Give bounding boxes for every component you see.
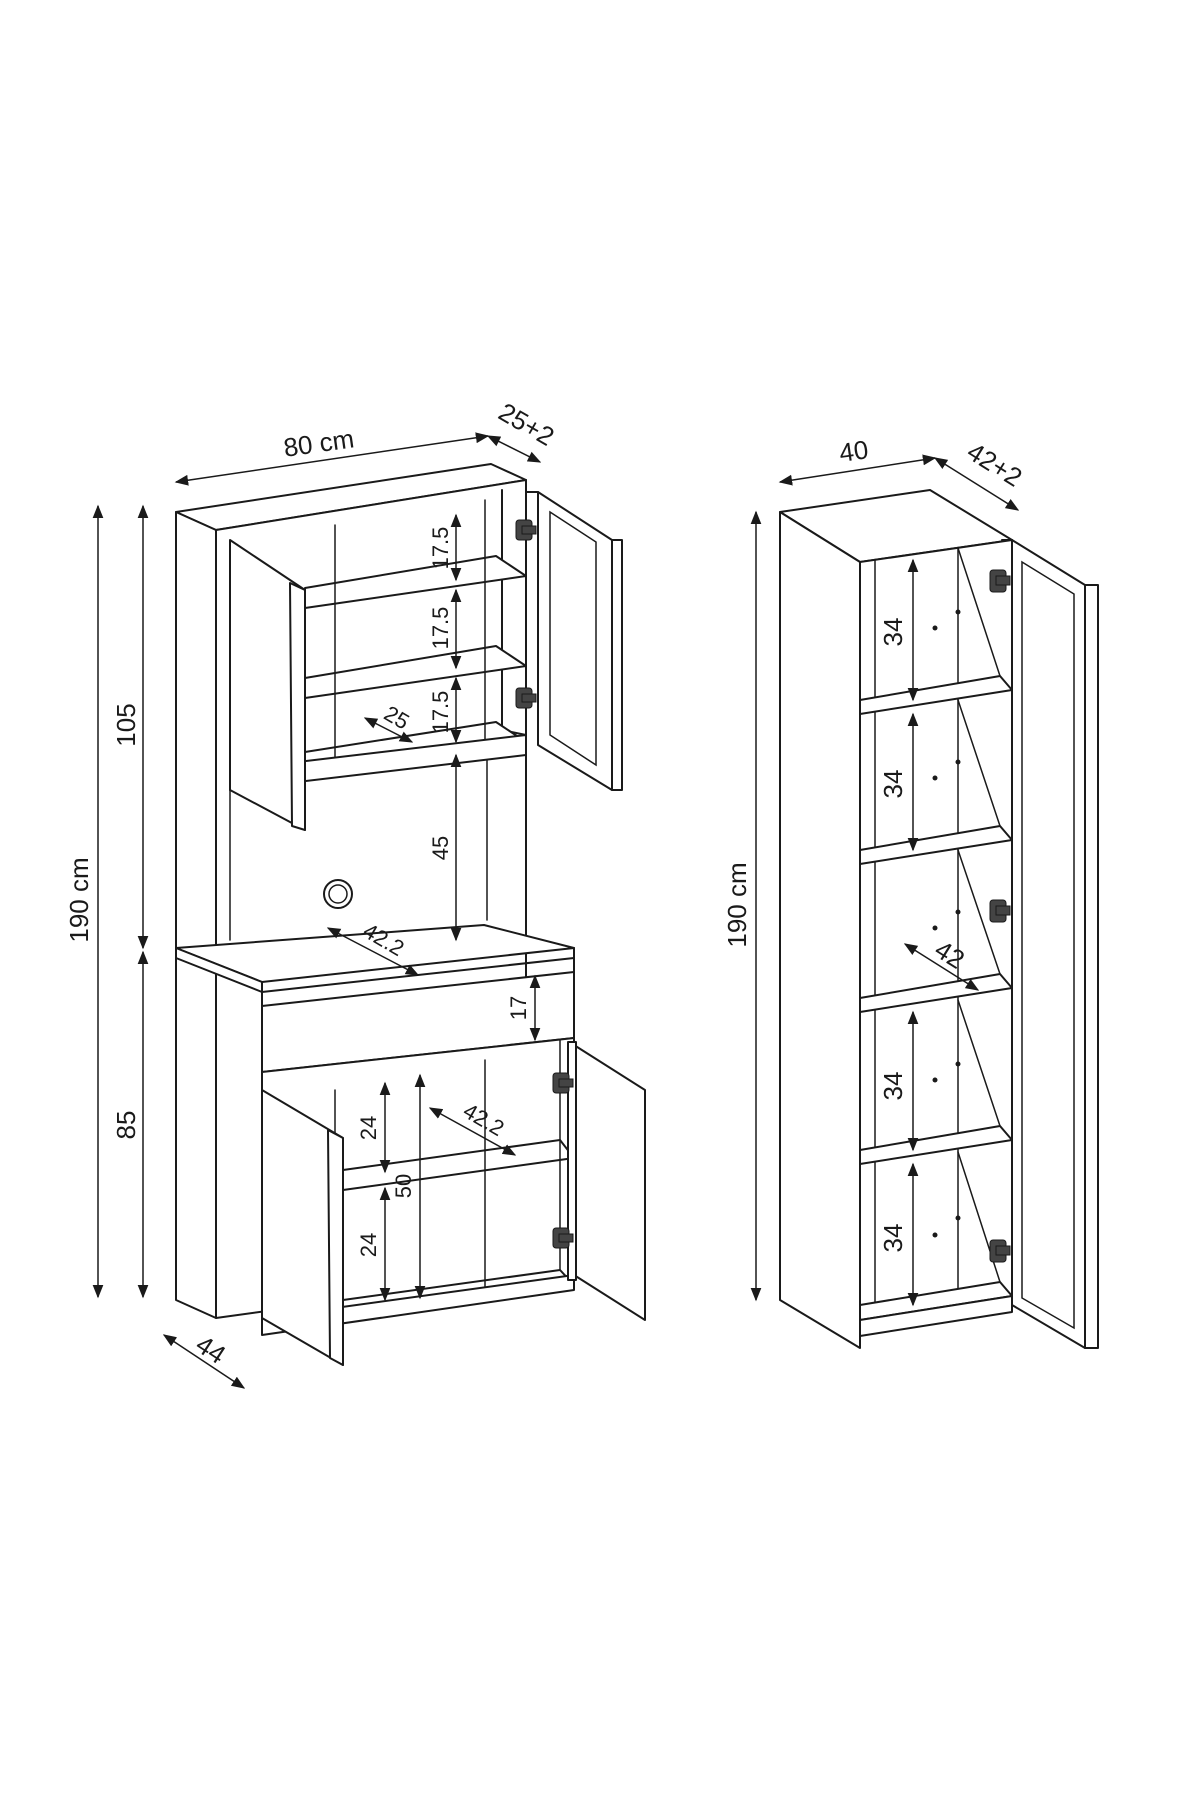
right-depth-label: 42+2 — [962, 436, 1028, 492]
base-depth-line — [162, 1334, 246, 1389]
upper-height-label: 105 — [111, 703, 141, 746]
width-dimension-line — [174, 432, 490, 486]
right-width-label: 40 — [837, 434, 870, 468]
hinge-icon — [552, 1072, 574, 1094]
hinge-icon — [989, 569, 1011, 593]
upper-shelf-spacing-2: 17.5 — [428, 607, 453, 650]
depth-dimension-line — [486, 435, 542, 463]
hinge-icon — [552, 1227, 574, 1249]
hinge-icon — [515, 519, 537, 541]
hinge-icon — [989, 899, 1011, 923]
right-shelf-spacing-4: 34 — [878, 1224, 908, 1253]
left-dimensions: 80 cm 25+2 190 cm 105 85 44 17.5 17.5 17… — [64, 397, 559, 1389]
lower-right-door — [573, 1044, 646, 1321]
right-depth-line — [933, 457, 1020, 511]
niche-height-label: 45 — [428, 836, 453, 860]
right-cabinet — [779, 489, 1099, 1349]
right-total-height-label: 190 cm — [722, 862, 752, 947]
upper-shelf-spacing-3: 17.5 — [428, 691, 453, 734]
base-depth-label: 44 — [191, 1329, 232, 1370]
hinge-icon — [989, 1239, 1011, 1263]
right-width-line — [778, 454, 937, 486]
right-shelf-spacing-1: 34 — [878, 618, 908, 647]
cable-hole — [323, 879, 353, 909]
total-height-label: 190 cm — [64, 857, 94, 942]
lower-total-height-label: 50 — [391, 1174, 416, 1198]
left-side-panel — [175, 511, 217, 1319]
right-shelf-spacing-3: 34 — [878, 1072, 908, 1101]
right-side-panel — [779, 511, 861, 1349]
hinge-icon — [515, 687, 537, 709]
right-shelf-spacing-2: 34 — [878, 770, 908, 799]
drawer-height-label: 17 — [506, 996, 531, 1020]
right-back-panel — [859, 539, 1013, 1331]
right-plinth — [859, 1295, 1013, 1337]
lower-shelf-spacing-2: 24 — [356, 1233, 381, 1257]
lower-shelf-spacing-1: 24 — [356, 1116, 381, 1140]
lower-height-label: 85 — [111, 1111, 141, 1140]
upper-shelf-spacing-1: 17.5 — [428, 527, 453, 570]
left-cabinet — [175, 463, 646, 1366]
upper-right-door — [537, 491, 613, 791]
